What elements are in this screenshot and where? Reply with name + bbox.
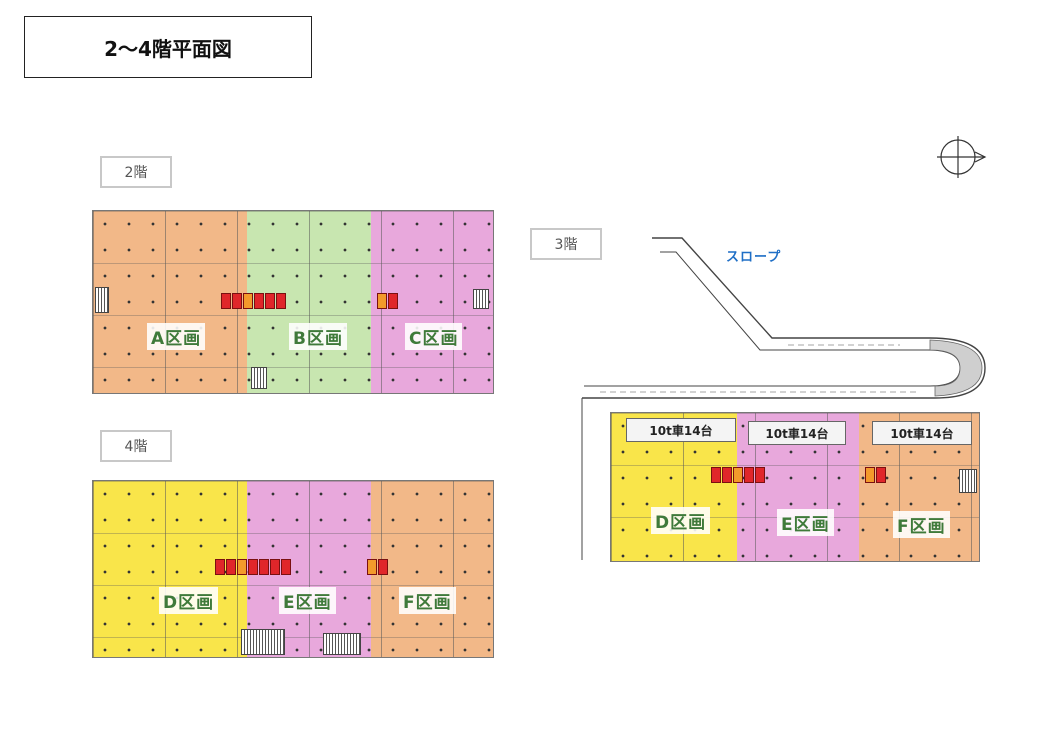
- zone-label: E区画: [777, 509, 834, 536]
- page-title: 2～4階平面図: [24, 16, 312, 78]
- elevator-core: [215, 559, 291, 575]
- stairwell: [95, 287, 109, 313]
- floor-plan-4f: D区画 E区画 F区画: [92, 480, 494, 658]
- stairwell: [473, 289, 489, 309]
- stairwell: [323, 633, 361, 655]
- zone-label: F区画: [399, 587, 456, 614]
- elevator-core: [865, 467, 886, 483]
- zone-f-area: [371, 481, 493, 657]
- elevator-core: [377, 293, 398, 309]
- elevator-core: [221, 293, 286, 309]
- zone-label: B区画: [289, 323, 347, 350]
- zone-label: A区画: [147, 323, 206, 350]
- slope-label: スロープ: [726, 250, 782, 265]
- truck-bay-label: 10t車14台: [748, 421, 846, 445]
- stairwell: [251, 367, 267, 389]
- elevator-core: [711, 467, 765, 483]
- floor-tag-3f: 3階: [530, 228, 602, 260]
- elevator-core: [367, 559, 388, 575]
- floor-tag-4f: 4階: [100, 430, 172, 462]
- zone-label: E区画: [279, 587, 336, 614]
- zone-label: D区画: [159, 587, 219, 614]
- truck-bay-label: 10t車14台: [626, 418, 736, 442]
- truck-bay-label: 10t車14台: [872, 421, 972, 445]
- floor-plan-2f: A区画 B区画 C区画: [92, 210, 494, 394]
- zone-label: F区画: [893, 511, 950, 538]
- zone-label: C区画: [405, 323, 463, 350]
- stairwell: [959, 469, 977, 493]
- stairwell: [241, 629, 285, 655]
- floor-tag-2f: 2階: [100, 156, 172, 188]
- zone-label: D区画: [651, 507, 711, 534]
